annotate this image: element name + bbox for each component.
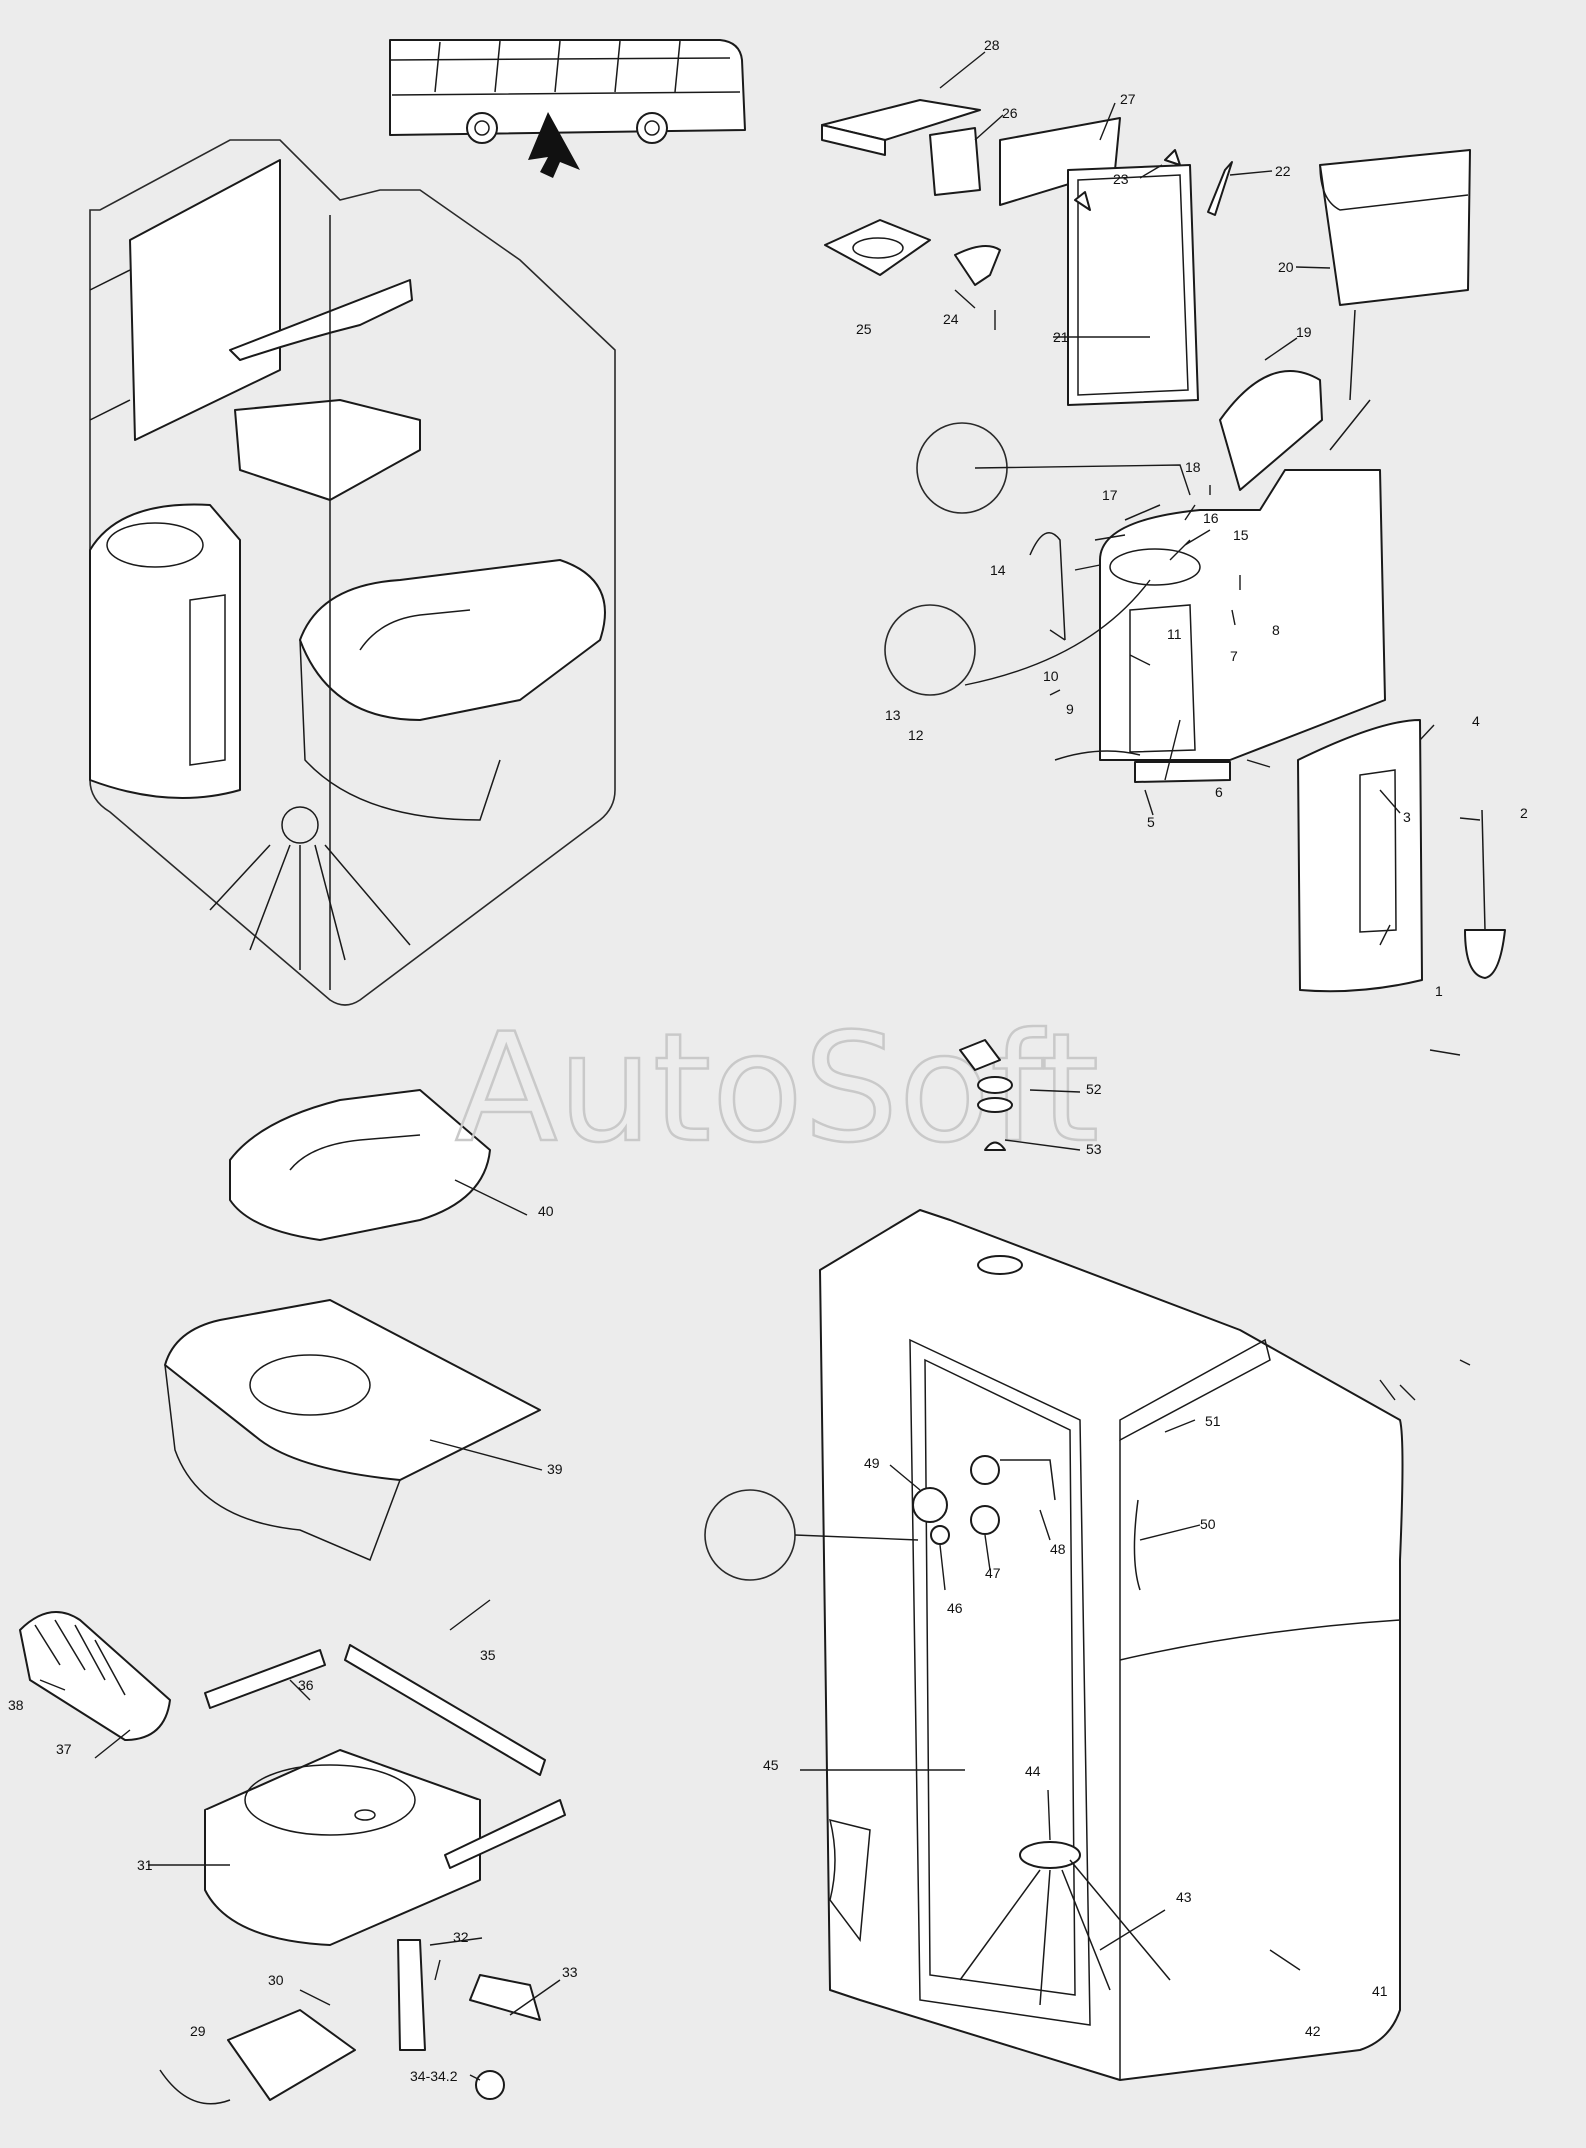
toilet-bowl-and-base [19,1089,566,2105]
callout-22: 22 [1275,163,1291,179]
callout-10: 10 [1043,668,1059,684]
callout-2: 2 [1520,805,1528,821]
callout-43: 43 [1176,1889,1192,1905]
callout-48: 48 [1050,1541,1066,1557]
callout-42: 42 [1305,2023,1321,2039]
callout-53: 53 [1086,1141,1102,1157]
accessories-exploded-parts [821,99,1471,491]
callout-20: 20 [1278,259,1294,275]
assembled-toilet-module [89,139,616,1006]
callout-37: 37 [56,1741,72,1757]
callout-17: 17 [1102,487,1118,503]
callout-13: 13 [885,707,901,723]
callout-16: 16 [1203,510,1219,526]
callout-38: 38 [8,1697,24,1713]
callout-25: 25 [856,321,872,337]
callout-47: 47 [985,1565,1001,1581]
callout-35: 35 [480,1647,496,1663]
callout-18: 18 [1185,459,1201,475]
callout-32: 32 [453,1929,469,1945]
callout-34: 34-34.2 [410,2068,458,2084]
callout-51: 51 [1205,1413,1221,1429]
callout-leaders [39,51,1481,2081]
callout-29: 29 [190,2023,206,2039]
callout-39: 39 [547,1461,563,1477]
callout-4: 4 [1472,713,1480,729]
callout-30: 30 [268,1972,284,1988]
callout-5: 5 [1147,814,1155,830]
callout-15: 15 [1233,527,1249,543]
callout-1: 1 [1435,983,1443,999]
callout-8: 8 [1272,622,1280,638]
washbasin-cabinet [884,422,1506,993]
callout-14: 14 [990,562,1006,578]
callout-41: 41 [1372,1983,1388,1999]
callout-33: 33 [562,1964,578,1980]
callout-46: 46 [947,1600,963,1616]
callout-11: 11 [1167,626,1182,642]
callout-19: 19 [1296,324,1312,340]
callout-7: 7 [1230,648,1238,664]
valve-fittings [959,1039,1013,1151]
callout-50: 50 [1200,1516,1216,1532]
callout-27: 27 [1120,91,1136,107]
callout-31: 31 [137,1857,153,1873]
callout-21: 21 [1053,329,1069,345]
callout-26: 26 [1002,105,1018,121]
callout-12: 12 [908,727,924,743]
callout-24: 24 [943,311,959,327]
callout-52: 52 [1086,1081,1102,1097]
callout-6: 6 [1215,784,1223,800]
callout-44: 44 [1025,1763,1041,1779]
callout-23: 23 [1113,171,1129,187]
callout-9: 9 [1066,701,1074,717]
callout-28: 28 [984,37,1000,53]
callout-36: 36 [298,1677,314,1693]
callout-40: 40 [538,1203,554,1219]
callout-45: 45 [763,1757,779,1773]
callout-49: 49 [864,1455,880,1471]
callout-3: 3 [1403,809,1411,825]
bus-location-view [389,39,746,178]
callout-labels: 1 2 3 4 5 6 7 8 9 10 11 12 13 14 15 16 1… [8,37,1528,2084]
toilet-cubicle-shell [704,1209,1404,2081]
